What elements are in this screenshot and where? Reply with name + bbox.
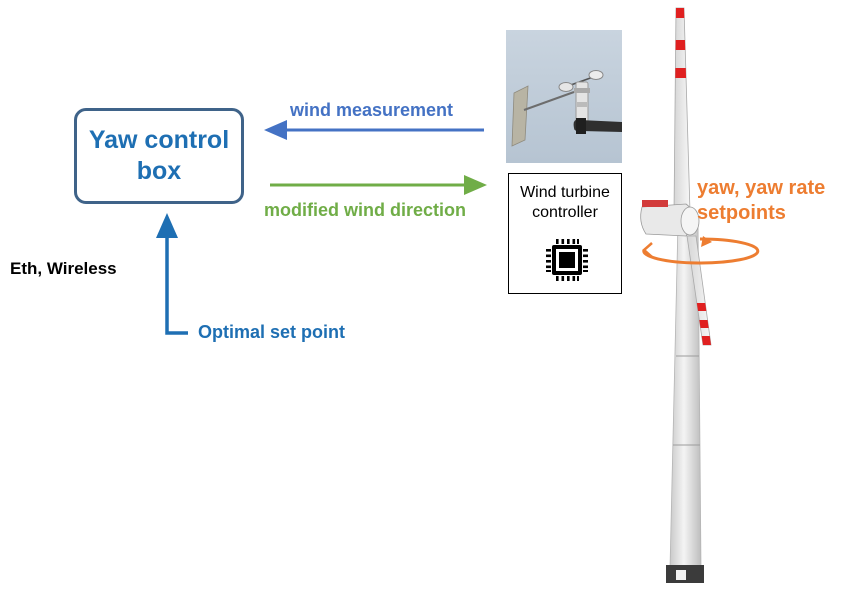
yaw-rotation-arrow <box>642 236 760 265</box>
yaw-setpoints-label: yaw, yaw rate setpoints <box>697 177 826 224</box>
anemometer-photo <box>506 30 622 163</box>
optimal-set-point-label: Optimal set point <box>198 322 346 342</box>
microchip-icon <box>546 239 588 281</box>
yaw-control-box: Yaw control box <box>74 108 244 204</box>
wind-measurement-arrow <box>264 120 484 140</box>
wind-turbine-controller-box: Wind turbine controller <box>508 173 622 294</box>
optimal-set-point-arrow <box>156 213 188 335</box>
eth-wireless-label: Eth, Wireless <box>10 259 117 278</box>
yaw-control-box-label: Yaw control box <box>88 126 230 185</box>
modified-wind-direction-label: modified wind direction <box>264 200 466 220</box>
wind-turbine-controller-label: Wind turbine controller <box>520 184 610 221</box>
modified-wind-direction-arrow <box>270 175 487 195</box>
wind-turbine-illustration <box>640 7 760 583</box>
wind-measurement-label: wind measurement <box>290 100 454 120</box>
